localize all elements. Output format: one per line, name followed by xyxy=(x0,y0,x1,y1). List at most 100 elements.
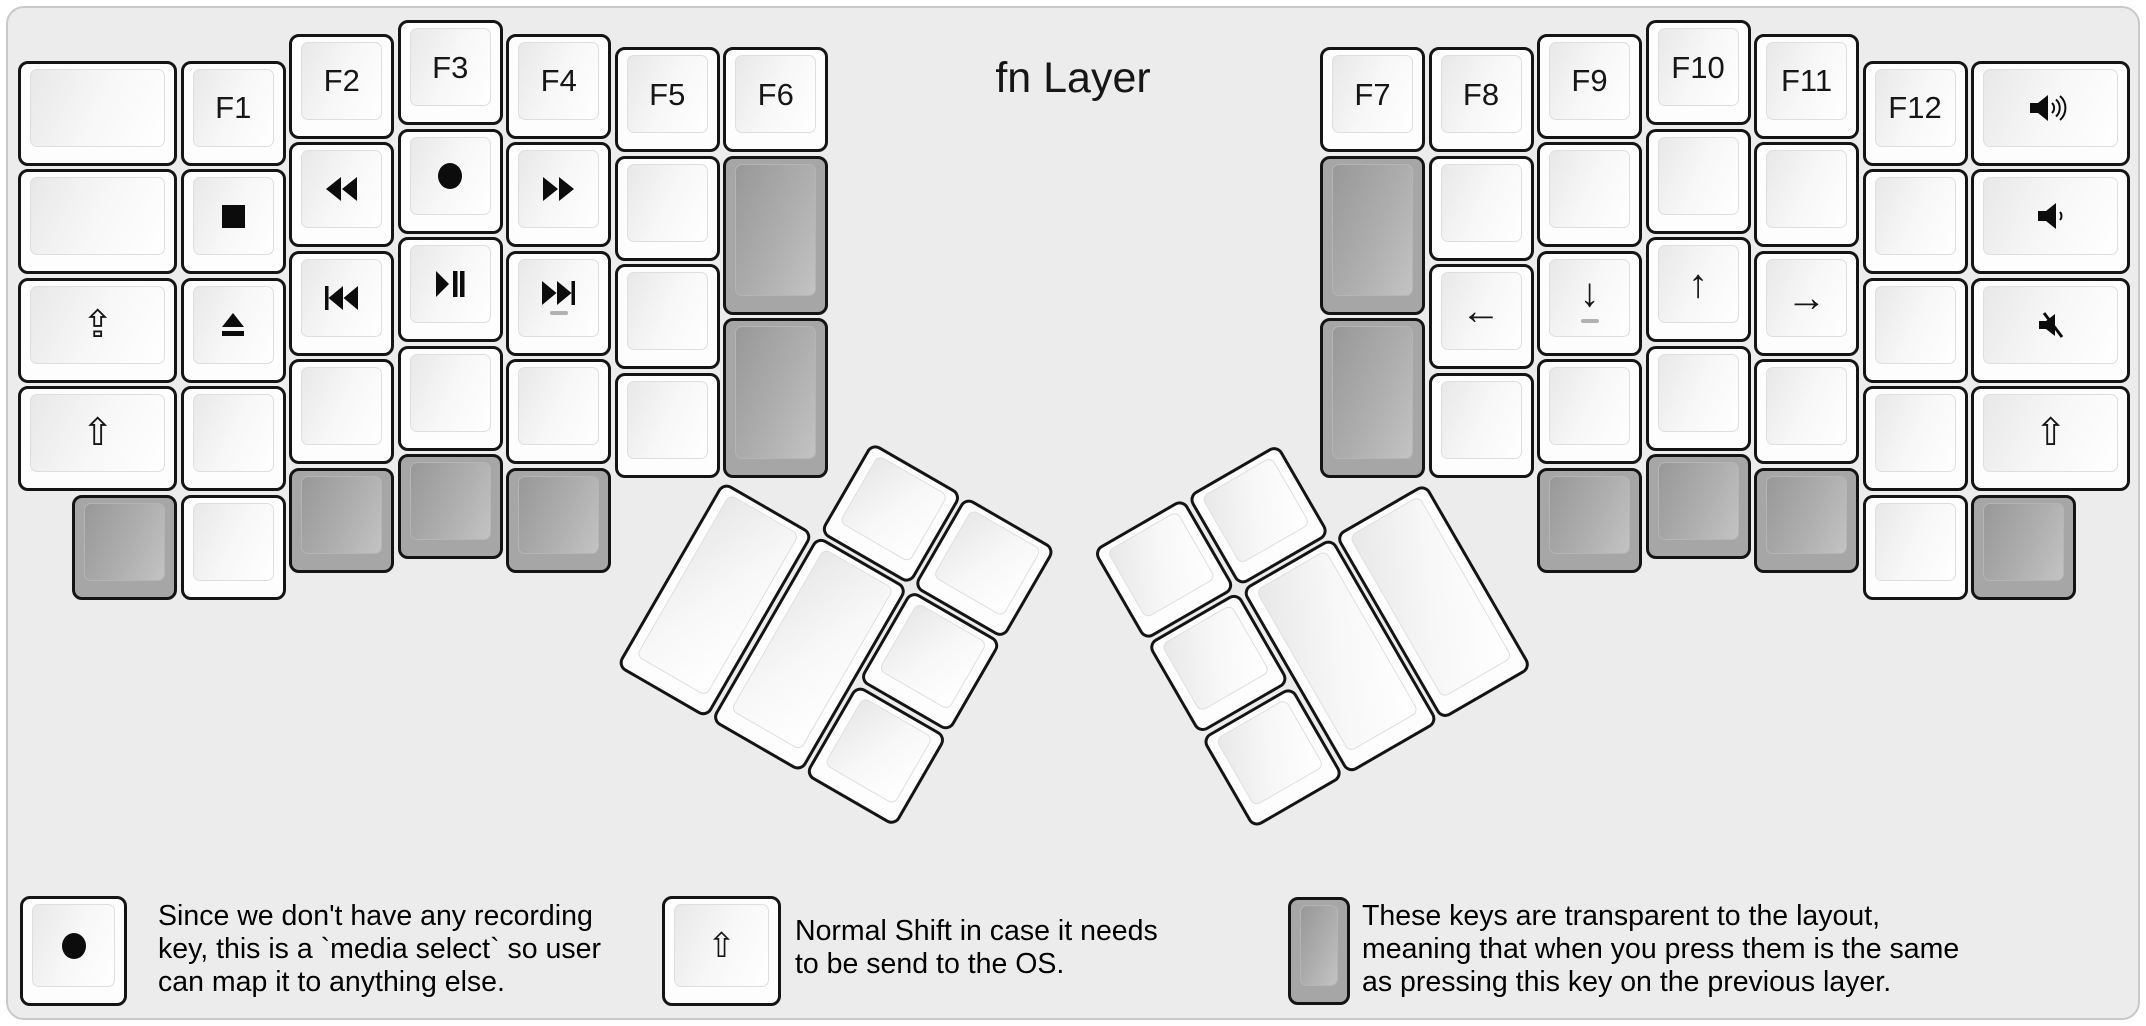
keycap xyxy=(1983,285,2119,364)
volume-down-icon xyxy=(2032,201,2070,231)
key-transparent xyxy=(723,318,829,478)
key-label: → xyxy=(1786,275,1827,320)
key-f10: F10 xyxy=(1645,20,1751,125)
key-blank xyxy=(18,169,178,275)
key-label: F4 xyxy=(540,63,577,99)
keycap: F9 xyxy=(1549,41,1630,120)
key-label: F5 xyxy=(649,76,686,112)
key-blank xyxy=(506,359,612,465)
keycap xyxy=(1983,177,2119,256)
keycap xyxy=(626,272,708,351)
legend-shift-text: Normal Shift in case it needs to be send… xyxy=(795,915,1158,980)
key-legend-media-select xyxy=(20,896,127,1006)
key-blank xyxy=(1428,155,1534,261)
key-arrow-up: ↑ xyxy=(1645,237,1751,342)
keycap xyxy=(409,353,491,432)
key-label: F9 xyxy=(1571,63,1608,99)
key-blank xyxy=(1862,386,1968,492)
keycap xyxy=(1983,68,2119,147)
keycap xyxy=(626,380,708,459)
homing-bar xyxy=(1580,318,1599,323)
keycap xyxy=(735,163,817,296)
key-transparent xyxy=(1754,467,1859,573)
keycap: ← xyxy=(1440,272,1522,351)
keycap: ⇧ xyxy=(1983,394,2119,473)
key-blank xyxy=(1645,345,1751,451)
key-transparent xyxy=(1971,494,2076,600)
key-f2: F2 xyxy=(289,33,395,139)
keycap: F1 xyxy=(192,68,274,147)
keycap: F11 xyxy=(1766,41,1847,120)
key-label: F7 xyxy=(1354,76,1391,112)
key-f7: F7 xyxy=(1320,47,1425,153)
key-label: F2 xyxy=(323,63,360,99)
keycap xyxy=(1874,177,1956,256)
key-blank xyxy=(1645,128,1751,234)
stop-icon xyxy=(221,204,245,228)
key-caps-lock: ⇪ xyxy=(18,277,178,383)
legend-media-select-text: Since we don't have any recording key, t… xyxy=(158,900,601,998)
keycap xyxy=(518,367,600,446)
keycap: F8 xyxy=(1440,55,1522,134)
key-f11: F11 xyxy=(1754,33,1859,139)
keycap xyxy=(518,258,600,337)
key-transparent xyxy=(723,155,829,315)
play-pause-icon xyxy=(435,271,465,297)
keycap xyxy=(1440,163,1522,242)
keycap xyxy=(1549,150,1630,229)
keycap xyxy=(1766,475,1847,554)
key-label: ⇧ xyxy=(2034,412,2067,455)
keycap: ⇧ xyxy=(674,904,769,987)
keycap: ⇪ xyxy=(30,285,166,364)
key-f6: F6 xyxy=(723,47,829,153)
key-shift-left: ⇧ xyxy=(18,386,178,492)
keycap xyxy=(735,326,817,459)
keycap xyxy=(1549,367,1630,446)
keycap xyxy=(1332,326,1413,459)
key-label: ⇧ xyxy=(707,926,736,965)
next-track-icon xyxy=(542,280,576,305)
key-arrow-right: → xyxy=(1754,250,1859,356)
key-legend-transparent xyxy=(1288,897,1350,1005)
keycap: F5 xyxy=(626,55,708,134)
key-transparent xyxy=(1320,155,1425,315)
keycap: F2 xyxy=(301,41,383,120)
key-blank xyxy=(180,386,286,492)
key-transparent xyxy=(1645,454,1751,559)
key-next-track xyxy=(506,250,612,356)
key-blank xyxy=(614,264,720,370)
keycap xyxy=(301,150,383,229)
key-blank xyxy=(614,155,720,261)
keycap xyxy=(84,502,166,581)
key-blank xyxy=(180,494,286,600)
mute-icon xyxy=(2031,310,2071,340)
keycap: → xyxy=(1766,258,1847,337)
keycap xyxy=(409,136,491,215)
keycap: F10 xyxy=(1657,28,1739,106)
key-f12: F12 xyxy=(1862,60,1968,166)
key-arrow-left: ← xyxy=(1428,264,1534,370)
key-blank xyxy=(18,60,178,166)
key-transparent xyxy=(506,467,612,573)
key-f4: F4 xyxy=(506,33,612,139)
keycap xyxy=(192,177,274,256)
key-volume-up xyxy=(1971,60,2131,166)
key-volume-down xyxy=(1971,169,2131,275)
keycap xyxy=(1657,462,1739,540)
key-blank xyxy=(289,359,395,465)
key-f5: F5 xyxy=(614,47,720,153)
key-f9: F9 xyxy=(1537,33,1642,139)
prev-track-icon xyxy=(325,285,359,310)
key-legend-shift: ⇧ xyxy=(662,896,781,1006)
homing-bar xyxy=(549,310,568,315)
keycap xyxy=(518,475,600,554)
keycap xyxy=(1300,905,1338,986)
keycap xyxy=(1106,510,1216,619)
key-f1: F1 xyxy=(180,60,286,166)
key-blank xyxy=(397,345,503,451)
keycap xyxy=(1657,353,1739,432)
eject-icon xyxy=(220,312,246,338)
keycap xyxy=(1766,367,1847,446)
